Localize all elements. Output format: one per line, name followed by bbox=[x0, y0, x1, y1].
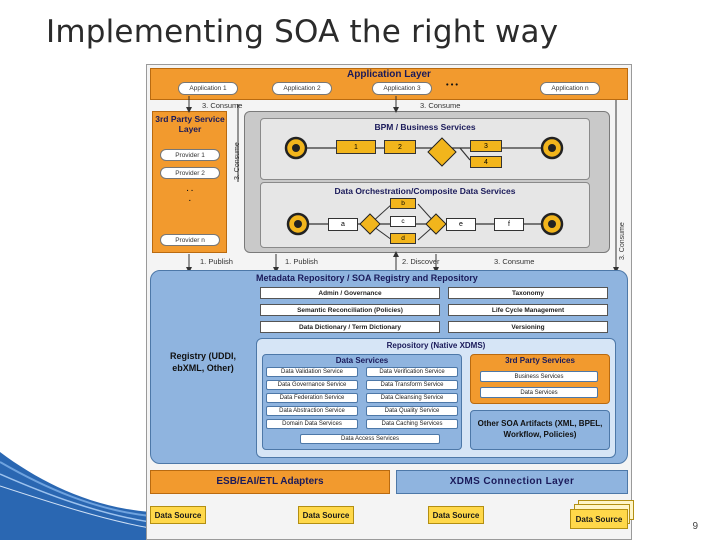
data-federation-service: Data Federation Service bbox=[266, 393, 358, 403]
provider-2: Provider 2 bbox=[160, 167, 220, 179]
bpm-panel bbox=[260, 118, 590, 180]
provider-n: Provider n bbox=[160, 234, 220, 246]
life-cycle-management: Life Cycle Management bbox=[448, 304, 608, 316]
orchestration-step-a: a bbox=[328, 218, 358, 231]
orchestration-step-d: d bbox=[390, 233, 416, 244]
other-soa-artifacts-panel bbox=[470, 410, 610, 450]
consume-label-bottom: 3. Consume bbox=[494, 257, 535, 266]
data-services-title: Data Services bbox=[335, 356, 389, 365]
xdms-connection-layer bbox=[396, 470, 628, 494]
orchestration-step-c: c bbox=[390, 216, 416, 227]
publish-label: 1. Publish bbox=[200, 257, 233, 266]
third-party-service-layer bbox=[152, 111, 227, 253]
semantic-reconciliation: Semantic Reconciliation (Policies) bbox=[260, 304, 440, 316]
business-services: Business Services bbox=[480, 371, 598, 382]
providers-dots: · · · bbox=[186, 186, 194, 205]
bpm-title: BPM / Business Services bbox=[374, 122, 476, 132]
discover-label: 2. Discover bbox=[402, 257, 440, 266]
third-party-services-title: 3rd Party Services bbox=[505, 356, 575, 365]
data-dictionary: Data Dictionary / Term Dictionary bbox=[260, 321, 440, 333]
orchestration-step-e: e bbox=[446, 218, 476, 231]
esb-eai-etl-adapters bbox=[150, 470, 390, 494]
data-caching-services: Data Caching Services bbox=[366, 419, 458, 429]
orchestration-step-b: b bbox=[390, 198, 416, 209]
domain-data-services: Domain Data Services bbox=[266, 419, 358, 429]
data-governance-service: Data Governance Service bbox=[266, 380, 358, 390]
metadata-title: Metadata Repository / SOA Registry and R… bbox=[256, 273, 478, 283]
versioning: Versioning bbox=[448, 321, 608, 333]
slide-title: Implementing SOA the right way bbox=[46, 14, 559, 50]
decorative-swoosh bbox=[0, 452, 150, 540]
orchestration-panel bbox=[260, 182, 590, 248]
data-source-1: Data Source bbox=[150, 506, 206, 524]
consume-label-vertical-left: 3. Consume bbox=[234, 142, 241, 180]
data-verification-service: Data Verification Service bbox=[366, 367, 458, 377]
data-access-services: Data Access Services bbox=[300, 434, 440, 444]
repository-title: Repository (Native XDMS) bbox=[386, 341, 486, 350]
data-abstraction-service: Data Abstraction Service bbox=[266, 406, 358, 416]
third-party-layer-title: 3rd Party Service Layer bbox=[155, 114, 225, 134]
application-n: Application n bbox=[540, 82, 600, 95]
bpm-step-2: 2 bbox=[384, 140, 416, 154]
provider-1: Provider 1 bbox=[160, 149, 220, 161]
application-2: Application 2 bbox=[272, 82, 332, 95]
application-layer-title: Application Layer bbox=[347, 69, 431, 80]
application-3: Application 3 bbox=[372, 82, 432, 95]
third-party-data-services: Data Services bbox=[480, 387, 598, 398]
publish-label-center: 1. Publish bbox=[285, 257, 318, 266]
bpm-step-4: 4 bbox=[470, 156, 502, 168]
applications-ellipsis: • • • bbox=[446, 80, 459, 89]
taxonomy: Taxonomy bbox=[448, 287, 608, 299]
admin-governance: Admin / Governance bbox=[260, 287, 440, 299]
data-quality-service: Data Quality Service bbox=[366, 406, 458, 416]
application-1: Application 1 bbox=[178, 82, 238, 95]
registry-label: Registry (UDDI, ebXML, Other) bbox=[169, 351, 236, 373]
data-source-2: Data Source bbox=[298, 506, 354, 524]
data-cleansing-service: Data Cleansing Service bbox=[366, 393, 458, 403]
consume-label-vertical-right: 3. Consume bbox=[619, 222, 626, 260]
connector-arrows bbox=[186, 96, 619, 273]
other-soa-artifacts: Other SOA Artifacts (XML, BPEL, Workflow… bbox=[477, 419, 603, 439]
consume-label-left: 3. Consume bbox=[202, 101, 243, 110]
bpm-step-3: 3 bbox=[470, 140, 502, 152]
consume-label-center: 3. Consume bbox=[420, 101, 461, 110]
bpm-step-1: 1 bbox=[336, 140, 376, 154]
xdms-label: XDMS Connection Layer bbox=[449, 476, 575, 487]
data-transform-service: Data Transform Service bbox=[366, 380, 458, 390]
data-validation-service: Data Validation Service bbox=[266, 367, 358, 377]
page-number: 9 bbox=[692, 521, 698, 532]
orchestration-step-f: f bbox=[494, 218, 524, 231]
esb-label: ESB/EAI/ETL Adapters bbox=[216, 476, 324, 487]
orchestration-flow bbox=[286, 203, 564, 241]
data-source-4: Data Source bbox=[570, 509, 628, 529]
orchestration-title: Data Orchestration/Composite Data Servic… bbox=[334, 186, 516, 196]
data-source-3: Data Source bbox=[428, 506, 484, 524]
